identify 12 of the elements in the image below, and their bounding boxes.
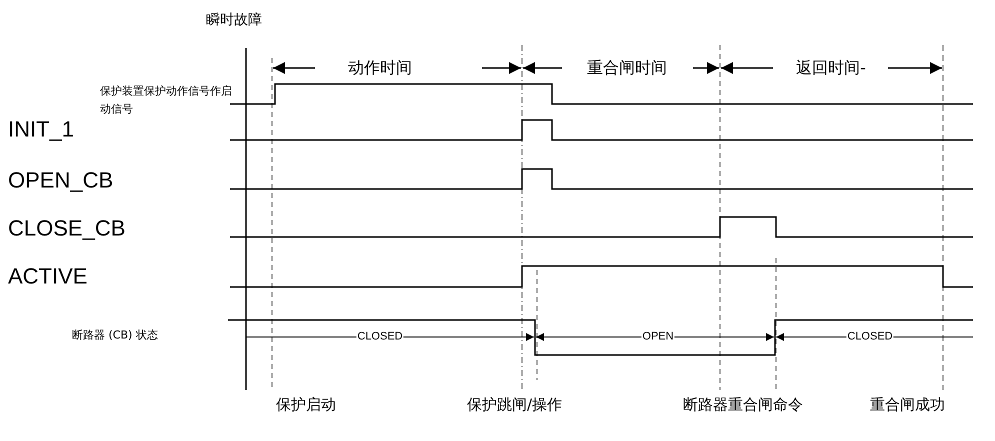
title-text: 瞬时故障 xyxy=(206,12,262,28)
signal-name: OPEN_CB xyxy=(8,167,114,193)
event-label: 保护启动 xyxy=(276,396,336,414)
event-label: 保护跳闸/操作 xyxy=(467,396,562,414)
signal-name: 断路器 (CB) 状态 xyxy=(72,330,158,342)
event-label: 断路器重合闸命令 xyxy=(683,396,803,414)
signal-name: INIT_1 xyxy=(8,116,74,142)
duration-label: 返回时间- xyxy=(794,58,868,78)
event-label: 重合闸成功 xyxy=(870,396,945,414)
signal-name: CLOSE_CB xyxy=(8,215,126,241)
signal-note: 保护装置保护动作信号作启动信号 xyxy=(100,83,232,117)
signal-name: ACTIVE xyxy=(8,263,88,289)
